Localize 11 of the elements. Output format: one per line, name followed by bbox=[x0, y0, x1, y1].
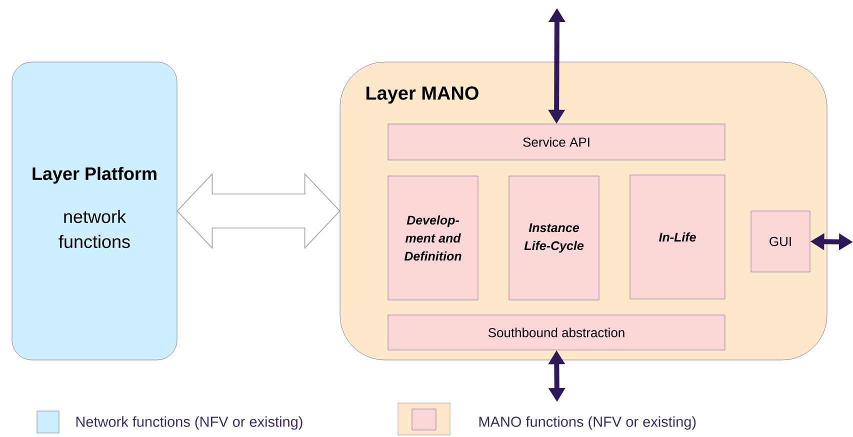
function-box: Instance Life-Cycle bbox=[508, 176, 600, 300]
function-box: Develop-ment and Definition bbox=[388, 176, 478, 300]
legend-text: Network functions (NFV or existing) bbox=[76, 416, 302, 430]
function-box: Service API bbox=[388, 124, 726, 160]
function-box: GUI bbox=[750, 210, 810, 272]
node-label: Layer MANO bbox=[366, 86, 478, 104]
legend-text: MANO functions (NFV or existing) bbox=[479, 416, 696, 430]
function-box: In-Life bbox=[630, 174, 726, 300]
layer-box: Layer Platform network functions bbox=[12, 62, 178, 360]
double-arrow bbox=[176, 172, 340, 249]
function-box: Southbound abstraction bbox=[388, 314, 726, 350]
